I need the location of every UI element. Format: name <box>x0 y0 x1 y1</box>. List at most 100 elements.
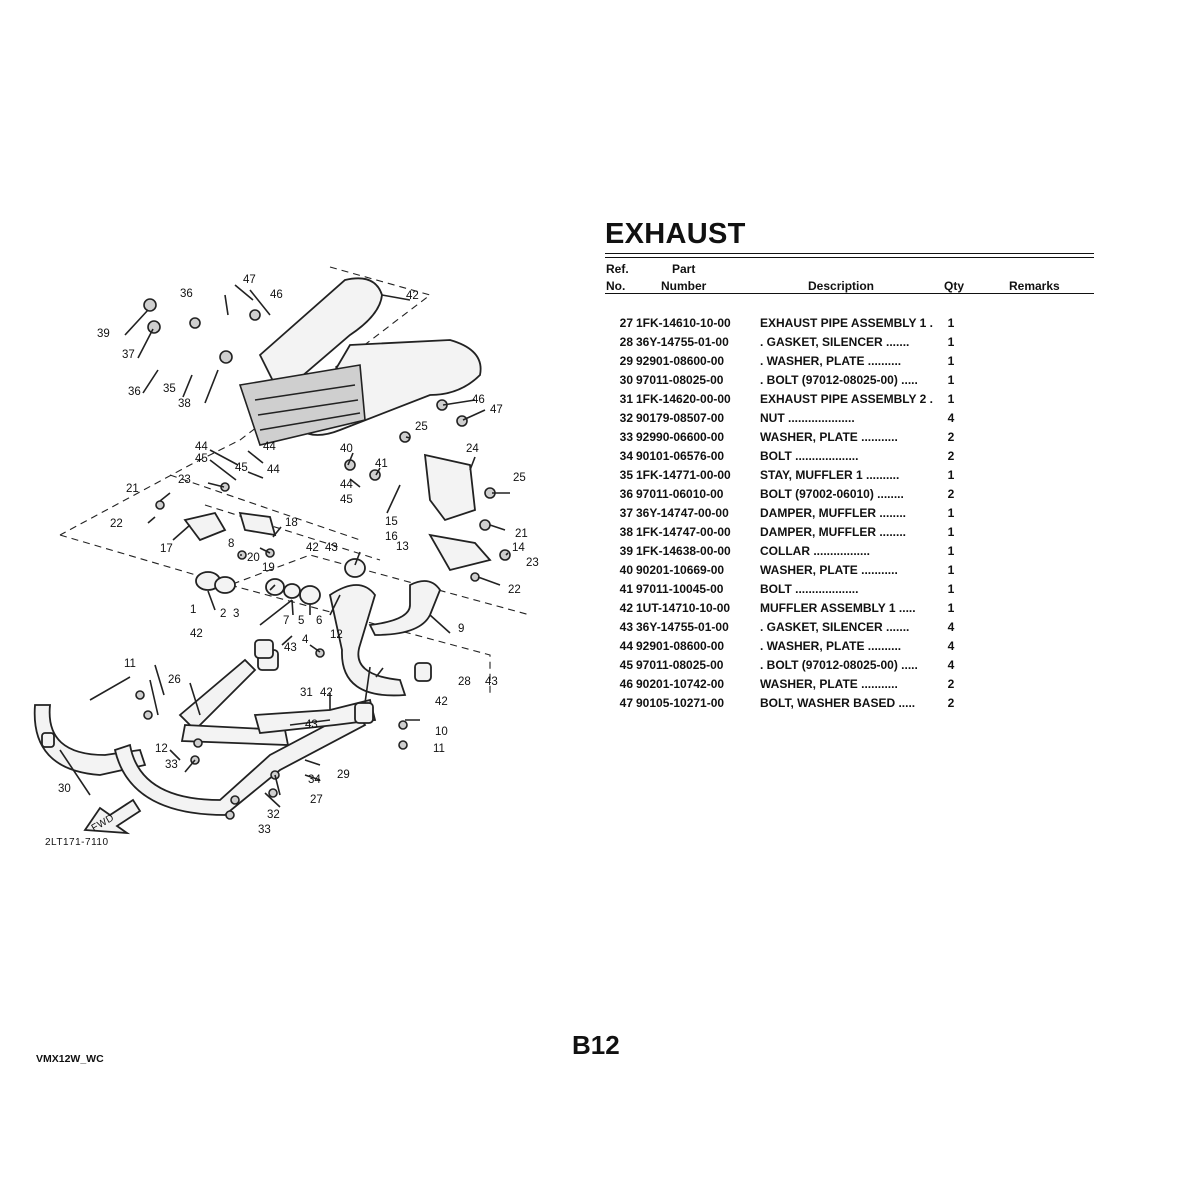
callout: 45 <box>340 494 353 506</box>
page-number: B12 <box>572 1030 620 1060</box>
callout: 31 <box>300 687 313 699</box>
callout: 3 <box>233 608 239 620</box>
ref-cell: 41 <box>619 582 633 596</box>
description-cell: DAMPER, MUFFLER ........ <box>760 525 906 539</box>
qty-cell: 2 <box>947 677 955 691</box>
callout: 14 <box>512 542 525 554</box>
ref-cell: 42 <box>619 601 633 615</box>
part-number-cell: 1FK-14620-00-00 <box>636 392 731 406</box>
qty-cell: 1 <box>947 468 955 482</box>
callout: 44 <box>195 441 208 453</box>
description-cell: . BOLT (97012-08025-00) ..... <box>760 373 918 387</box>
part-number-cell: 1FK-14771-00-00 <box>636 468 731 482</box>
callout: 35 <box>163 383 176 395</box>
column-header-ref: Ref. <box>606 262 629 276</box>
callout-labels: 47 46 42 36 39 37 35 36 38 46 47 44 45 4… <box>58 274 539 836</box>
ref-cell: 33 <box>619 430 633 444</box>
callout: 20 <box>247 552 260 564</box>
ref-cell: 32 <box>619 411 633 425</box>
callout: 37 <box>122 349 135 361</box>
callout: 45 <box>235 462 248 474</box>
ref-cell: 40 <box>619 563 633 577</box>
part-number-cell: 97011-08025-00 <box>636 373 724 387</box>
ref-cell: 45 <box>619 658 633 672</box>
ref-cell: 37 <box>619 506 633 520</box>
callout: 43 <box>305 719 318 731</box>
part-number-cell: 1FK-14747-00-00 <box>636 525 731 539</box>
qty-cell: 2 <box>947 430 955 444</box>
description-cell: . GASKET, SILENCER ....... <box>760 620 910 634</box>
drawing-code: 2LT171-7110 <box>45 837 109 848</box>
callout: 22 <box>508 584 521 596</box>
callout: 18 <box>285 517 298 529</box>
qty-cell: 1 <box>947 582 955 596</box>
callout: 42 <box>306 542 319 554</box>
description-cell: . WASHER, PLATE .......... <box>760 639 902 653</box>
title-divider <box>605 257 1094 258</box>
part-number-cell: 90201-10669-00 <box>636 563 725 577</box>
description-cell: NUT .................... <box>760 411 855 425</box>
description-cell: BOLT ................... <box>760 449 859 463</box>
callout: 4 <box>302 634 309 646</box>
callout: 22 <box>110 518 123 530</box>
callout: 8 <box>228 538 234 550</box>
qty-cell: 1 <box>947 335 955 349</box>
callout: 25 <box>513 472 526 484</box>
callout: 11 <box>124 658 136 670</box>
exploded-parts-diagram: FWD 2LT171-7110 47 46 42 36 39 37 35 36 … <box>30 255 590 865</box>
description-cell: WASHER, PLATE ........... <box>760 563 898 577</box>
column-header-qty: Qty <box>944 279 965 293</box>
callout: 33 <box>165 759 178 771</box>
callout: 25 <box>415 421 428 433</box>
qty-cell: 4 <box>947 639 955 653</box>
callout: 21 <box>126 483 139 495</box>
ref-cell: 28 <box>619 335 633 349</box>
column-header-remarks: Remarks <box>1009 279 1060 293</box>
column-header-part: Number <box>661 279 707 293</box>
ref-cell: 31 <box>619 392 633 406</box>
qty-cell: 1 <box>947 373 955 387</box>
description-cell: DAMPER, MUFFLER ........ <box>760 506 906 520</box>
qty-cell: 1 <box>947 354 955 368</box>
callout: 23 <box>178 474 191 486</box>
callout: 43 <box>284 642 297 654</box>
callout: 29 <box>337 769 350 781</box>
part-number-cell: 36Y-14747-00-00 <box>636 506 729 520</box>
description-cell: BOLT ................... <box>760 582 859 596</box>
part-number-cell: 97011-06010-00 <box>636 487 724 501</box>
description-cell: EXHAUST PIPE ASSEMBLY 2 . <box>760 392 933 406</box>
part-number-cell: 1FK-14610-10-00 <box>636 316 731 330</box>
description-cell: WASHER, PLATE ........... <box>760 430 898 444</box>
callout: 24 <box>466 443 479 455</box>
callout: 42 <box>320 687 333 699</box>
callout: 15 <box>385 516 398 528</box>
qty-cell: 1 <box>947 563 955 577</box>
qty-cell: 2 <box>947 487 955 501</box>
callout: 26 <box>168 674 181 686</box>
part-number-cell: 36Y-14755-01-00 <box>636 620 729 634</box>
callout: 44 <box>263 441 276 453</box>
part-number-cell: 97011-10045-00 <box>636 582 724 596</box>
page-title: EXHAUST <box>605 218 746 250</box>
description-cell: EXHAUST PIPE ASSEMBLY 1 . <box>760 316 933 330</box>
callout: 38 <box>178 398 191 410</box>
callout: 46 <box>270 289 283 301</box>
ref-cell: 34 <box>619 449 633 463</box>
callout: 2 <box>220 608 226 620</box>
description-cell: . GASKET, SILENCER ....... <box>760 335 910 349</box>
ref-cell: 35 <box>619 468 633 482</box>
